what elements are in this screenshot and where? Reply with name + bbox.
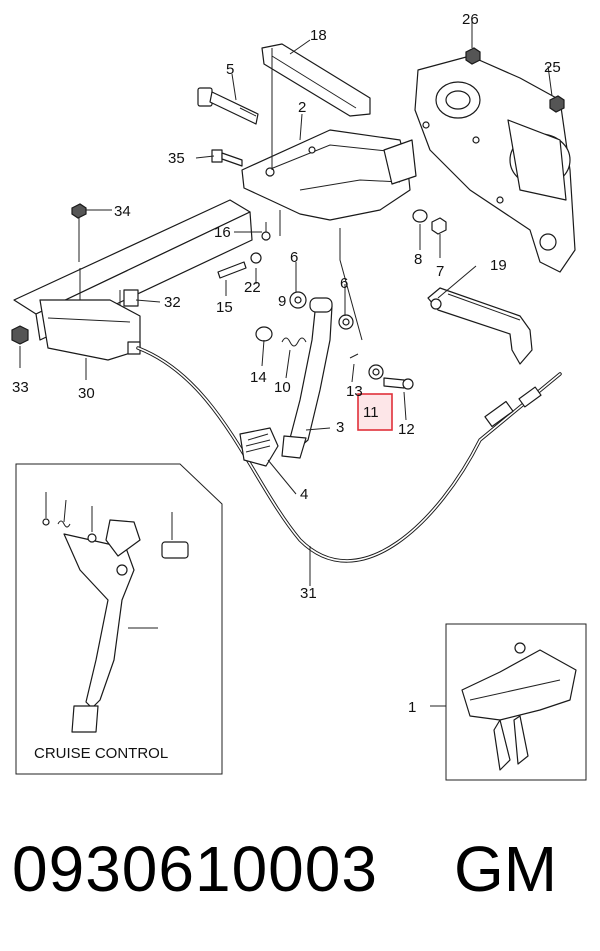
bolt-35 [211,149,243,167]
callout: 35 [168,150,185,167]
pedal-bracket-2 [241,129,417,221]
callout: 6 [290,249,298,266]
callout: 18 [310,27,327,44]
switch-bracket-19 [427,287,533,365]
callout: 19 [490,257,507,274]
callout: 25 [544,59,561,76]
callout: 9 [278,293,286,310]
bolt-16 [261,222,271,241]
callout: 1 [408,699,416,716]
inset-caption: CRUISE CONTROL [34,745,168,762]
washer-8 [412,209,428,223]
brake-pedal-3 [281,297,333,459]
callout: 2 [298,99,306,116]
callout: 7 [436,263,444,280]
cruise-cable-31 [136,346,562,563]
bushing-6b [338,314,354,330]
callout: 32 [164,294,181,311]
nut-33 [11,325,29,345]
bolt-12 [383,377,414,390]
nut-7 [431,217,447,235]
callout: 30 [78,385,95,402]
nut-25 [549,95,565,113]
callout: 5 [226,61,234,78]
footer: 0930610003 GM [0,822,600,932]
bolt-5 [197,87,259,125]
callout: 11 [363,404,379,421]
pedal-pad-4 [239,427,279,467]
bushing-9 [289,291,307,309]
callout: 33 [12,379,29,396]
firewall-bracket-plate [414,55,576,273]
spring-10 [281,337,307,347]
callout: 22 [244,279,261,296]
callout: 34 [114,203,131,220]
nut-22 [250,252,262,264]
spring-28 [57,520,71,528]
callout: 3 [336,419,344,436]
leader-lines [19,22,553,707]
callout: 12 [398,421,415,438]
cruise-pedal-3 [63,519,141,733]
brand-name: GM [454,833,558,905]
assembly-inset [445,623,587,781]
bracket-18 [261,43,371,117]
callout: 8 [414,251,422,268]
callout: 31 [300,585,317,602]
bolt-34 [71,203,87,262]
part-number: 0930610003 [12,833,378,905]
pin-13 [349,353,359,359]
cruise-actuator-30 [39,299,141,361]
callout: 26 [462,11,479,28]
clip-27 [87,533,97,543]
assembly-1 [461,642,577,771]
callout: 15 [216,299,233,316]
highlight-box [357,393,393,431]
callout: 16 [214,224,231,241]
switch-24 [161,541,189,559]
cruise-control-inset: CRUISE CONTROL [15,463,223,775]
callout: 13 [346,383,363,400]
washer-11 [368,364,384,380]
pin-29 [42,518,50,526]
bolt-15 [217,261,247,279]
callout: 10 [274,379,291,396]
callout: 14 [250,369,267,386]
nut-26 [465,47,481,65]
bracket-32 [123,289,139,307]
callout: 6 [340,275,348,292]
callout: 4 [300,486,308,503]
clip-14 [255,326,273,342]
